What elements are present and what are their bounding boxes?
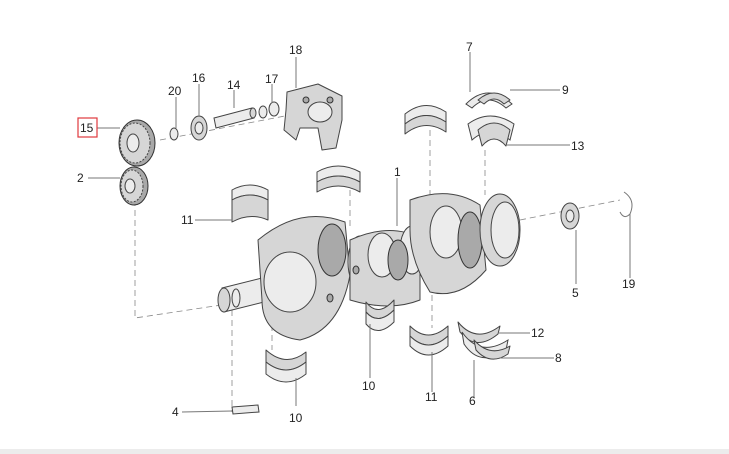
bearing-housing-part-18[interactable] [283,83,343,151]
callout-11-bottom[interactable]: 11 [425,390,438,404]
bearing-shell-upper-center[interactable] [404,105,447,135]
callout-11-left[interactable]: 11 [181,213,194,227]
callout-10-bottom[interactable]: 10 [289,411,303,425]
callout-17[interactable]: 17 [265,72,279,86]
bearing-shell-lower-10a[interactable] [365,299,395,331]
callout-13[interactable]: 13 [571,139,585,153]
leader-lines [88,52,631,413]
callout-10-center[interactable]: 10 [362,379,376,393]
callout-12[interactable]: 12 [531,326,545,340]
gear-part-15[interactable] [118,119,156,167]
thrust-washer-part-13[interactable] [467,115,515,147]
selected-callout-highlight [77,117,98,138]
gear-part-2[interactable] [119,166,149,206]
callout-8[interactable]: 8 [555,351,562,365]
bearing-shell-lower-11b[interactable] [409,325,449,356]
callout-15[interactable]: 15 [80,121,94,135]
circlip-part-20[interactable] [169,127,179,141]
callout-20[interactable]: 20 [168,84,182,98]
key-part-4[interactable] [231,404,260,415]
callout-16[interactable]: 16 [192,71,206,85]
circlip-part-19[interactable] [619,191,633,218]
callout-7[interactable]: 7 [466,40,473,54]
callout-4[interactable]: 4 [172,405,179,419]
callout-2[interactable]: 2 [77,171,84,185]
callout-19[interactable]: 19 [622,277,636,291]
bearing-shell-upper-mid[interactable] [316,165,361,193]
shaft-part-14[interactable] [213,107,257,129]
thrust-washer-part-9[interactable] [465,92,513,109]
callout-labels: 15 2 20 16 14 17 18 7 9 13 1 11 5 19 12 … [77,40,636,425]
callout-9[interactable]: 9 [562,83,569,97]
bearing-part-16[interactable] [190,115,208,141]
washer-part-17[interactable] [258,101,280,119]
callout-18[interactable]: 18 [289,43,303,57]
thrust-washer-part-6-8[interactable] [461,331,511,360]
callout-1[interactable]: 1 [394,165,401,179]
callout-14[interactable]: 14 [227,78,241,92]
crankshaft-part-1[interactable] [217,193,521,341]
bearing-part-5[interactable] [560,202,580,230]
bearing-shell-upper-left[interactable] [231,184,269,223]
bottom-scroll-strip [0,449,729,454]
bearing-shell-lower-10b[interactable] [265,349,307,383]
callout-6[interactable]: 6 [469,394,476,408]
callout-5[interactable]: 5 [572,286,579,300]
